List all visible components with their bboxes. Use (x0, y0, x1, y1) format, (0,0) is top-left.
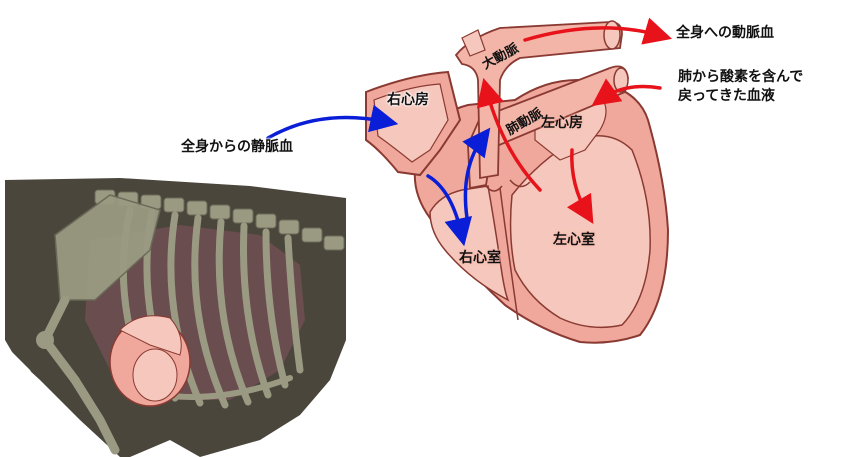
la-to-lv-arrow (566, 148, 594, 225)
heart-cross-section (365, 20, 670, 344)
label-oxygenated-return-line2: 戻ってきた血液 (678, 88, 775, 104)
dog-xray-illustration (0, 178, 346, 457)
label-systemic-venous-return: 全身からの静脈血 (181, 139, 293, 155)
label-to-body-arterial: 全身への動脈血 (676, 25, 774, 41)
ra-to-rv-arrow (426, 174, 472, 247)
label-right-atrium: 右心房 (387, 92, 429, 108)
rv-to-pulmonary-arrow (462, 127, 491, 220)
aorta-to-body-arrow (523, 17, 673, 45)
label-left-atrium: 左心房 (541, 115, 583, 131)
flow-arrows (266, 17, 673, 247)
venous-inflow-arrow (266, 104, 399, 140)
pulmonary-return-arrow (591, 78, 662, 107)
label-left-ventricle: 左心室 (553, 232, 595, 248)
lv-to-aorta-arrow (476, 77, 542, 192)
label-oxygenated-return-line1: 肺から酸素を含んで (678, 69, 804, 85)
aorta-vessel (454, 21, 623, 180)
small-heart (109, 315, 191, 407)
label-right-ventricle: 右心室 (459, 250, 501, 266)
